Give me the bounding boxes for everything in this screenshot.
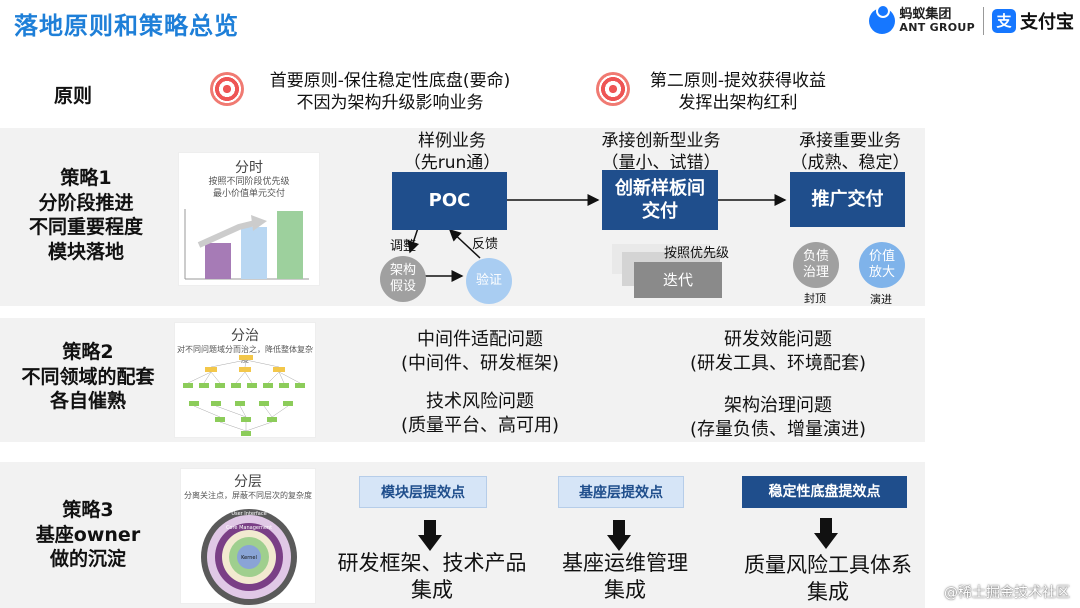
stage3-label: 承接重要业务 （成熟、稳定）	[790, 131, 910, 174]
strategy2-label: 策略2 不同领域的配套 各自催熟	[21, 341, 155, 413]
hypothesis-circle: 架构 假设	[380, 256, 426, 302]
down-arrow-icon	[418, 520, 442, 552]
watermark: @稀土掘金技术社区	[944, 585, 1070, 601]
down-arrow-icon	[814, 518, 838, 550]
risk-issue: 技术风险问题 (质量平台、高可用)	[400, 391, 560, 437]
strategy1-label: 策略1 分阶段推进 不同重要程度 模块落地	[28, 167, 143, 264]
timeline-card: 分时 按照不同阶段优先级 最小价值单元交付	[178, 152, 320, 286]
strategy3-label: 策略3 基座owner 做的沉淀	[35, 499, 141, 571]
divide-card: 分治 对不同问题域分而治之，降低整体复杂度	[174, 322, 316, 438]
base-layer-tag: 基座层提效点	[558, 476, 684, 508]
second-principle: 第二原则-提效获得收益	[649, 71, 827, 91]
feedback-label: 反馈	[472, 237, 499, 252]
brand-area: 蚂蚁集团 ANT GROUP 支 支付宝	[869, 4, 1074, 38]
principles-label: 原则	[53, 85, 92, 107]
iterate-box: 迭代	[634, 262, 722, 298]
card-subtitle: 最小价值单元交付	[212, 188, 285, 199]
layered-rings-icon: User Interface Core Management Kernel	[201, 509, 297, 605]
first-principle: 首要原则-保住稳定性底盘(要命)	[269, 71, 511, 91]
stage1-label: 样例业务 （先run通）	[403, 131, 501, 174]
evolve-label: 演进	[870, 293, 892, 306]
card-title: 分层	[234, 474, 262, 490]
down-arrow-icon	[607, 520, 631, 552]
priority-label: 按照优先级	[664, 246, 730, 261]
alipay-brand: 支付宝	[1020, 12, 1074, 33]
target-icon	[210, 72, 244, 106]
brand-divider	[983, 7, 984, 35]
ant-brand-cn: 蚂蚁集团	[899, 7, 952, 23]
ant-logo-icon	[869, 4, 896, 34]
stability-layer-tag: 稳定性底盘提效点	[742, 476, 907, 508]
layer-card: 分层 分离关注点，屏蔽不同层次的复杂度 User Interface Core …	[180, 468, 316, 605]
stability-result: 质量风险工具体系 集成	[744, 553, 912, 605]
value-circle: 价值 放大	[859, 242, 905, 288]
module-result: 研发框架、技术产品 集成	[337, 551, 527, 603]
alipay-icon: 支	[992, 9, 1016, 33]
adjust-label: 调整	[390, 239, 417, 254]
ant-group-logo: 蚂蚁集团 ANT GROUP	[869, 4, 975, 35]
card-subtitle: 按照不同阶段优先级	[208, 177, 290, 187]
tree-diagram-icon	[183, 355, 305, 436]
ant-brand-en: ANT GROUP	[899, 21, 975, 35]
layer-inner-label: Kernel	[241, 555, 257, 561]
alipay-logo: 支 支付宝	[992, 8, 1074, 34]
bar-growth-icon	[184, 209, 309, 280]
innovation-box: 创新样板间 交付	[602, 170, 718, 230]
card-title: 分治	[231, 328, 259, 344]
page-title: 落地原则和策略总览	[14, 12, 239, 40]
debt-circle: 负债 治理	[793, 242, 839, 288]
verify-circle: 验证	[466, 258, 512, 304]
governance-issue: 架构治理问题 (存量负债、增量演进)	[689, 395, 867, 441]
first-principle-detail: 不因为架构升级影响业务	[296, 93, 484, 113]
strategy1-arrows	[407, 194, 787, 282]
layer-outer-label: User Interface	[231, 511, 266, 517]
card-subtitle: 分离关注点，屏蔽不同层次的复杂度	[184, 491, 312, 500]
promote-box: 推广交付	[790, 172, 905, 227]
efficiency-issue: 研发效能问题 (研发工具、环境配套)	[689, 329, 867, 375]
card-title: 分时	[235, 160, 263, 176]
second-principle-detail: 发挥出架构红利	[678, 93, 798, 113]
base-result: 基座运维管理 集成	[562, 551, 688, 603]
module-layer-tag: 模块层提效点	[359, 476, 487, 508]
strategy2-band	[0, 318, 925, 442]
middleware-issue: 中间件适配问题 (中间件、研发框架)	[400, 329, 560, 375]
target-icon	[596, 72, 630, 106]
layer-mid-label: Core Management	[226, 525, 272, 531]
poc-box: POC	[392, 172, 507, 230]
cap-label: 封顶	[804, 292, 826, 305]
stage2-label: 承接创新型业务 （量小、试错）	[601, 131, 721, 174]
